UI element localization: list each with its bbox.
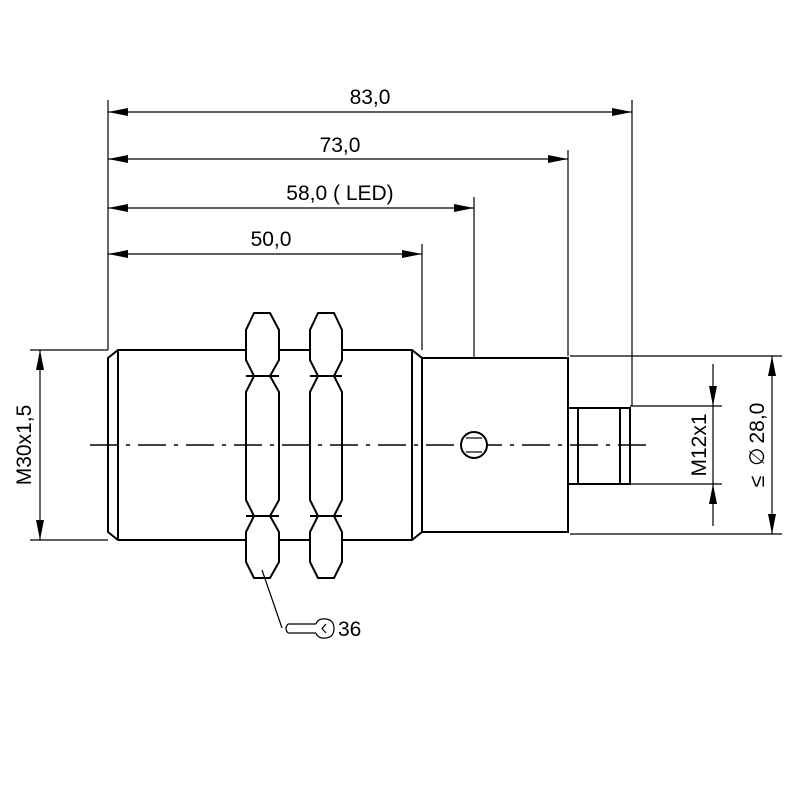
diameter-sign: ∅ xyxy=(746,448,769,466)
svg-text:≤∅28,0: ≤ ∅ 28,0 xyxy=(746,403,769,488)
wrench-size-label: 36 xyxy=(338,618,361,641)
dimension-thread-length: 50,0 xyxy=(108,228,422,258)
max-diameter-label: 28,0 xyxy=(746,403,769,444)
dimension-max-diameter: ≤ ∅ 28,0 xyxy=(746,356,776,534)
led-position-label: 58,0 ( LED) xyxy=(286,182,393,205)
housing-length-label: 73,0 xyxy=(320,134,361,157)
dimension-overall: 83,0 xyxy=(108,86,632,116)
overall-length-label: 83,0 xyxy=(350,86,391,109)
thread-length-label: 50,0 xyxy=(251,228,292,251)
extension-lines xyxy=(30,100,782,541)
wrench-callout: 36 xyxy=(261,569,361,641)
hex-nut-rear xyxy=(309,312,343,579)
dimension-connector-thread: M12x1 xyxy=(688,364,717,526)
dimension-thread-size: M30x1,5 xyxy=(13,350,44,540)
max-diameter-symbol: ≤ xyxy=(746,476,769,488)
led-indicator-icon xyxy=(460,431,488,459)
connector-thread-label: M12x1 xyxy=(688,413,711,476)
m12-connector xyxy=(567,407,631,485)
thread-size-label: M30x1,5 xyxy=(13,405,36,486)
wrench-icon xyxy=(285,618,335,639)
dimension-led: 58,0 ( LED) xyxy=(108,182,474,212)
dimension-housing: 73,0 xyxy=(108,134,568,163)
hex-nut-front xyxy=(245,312,280,579)
